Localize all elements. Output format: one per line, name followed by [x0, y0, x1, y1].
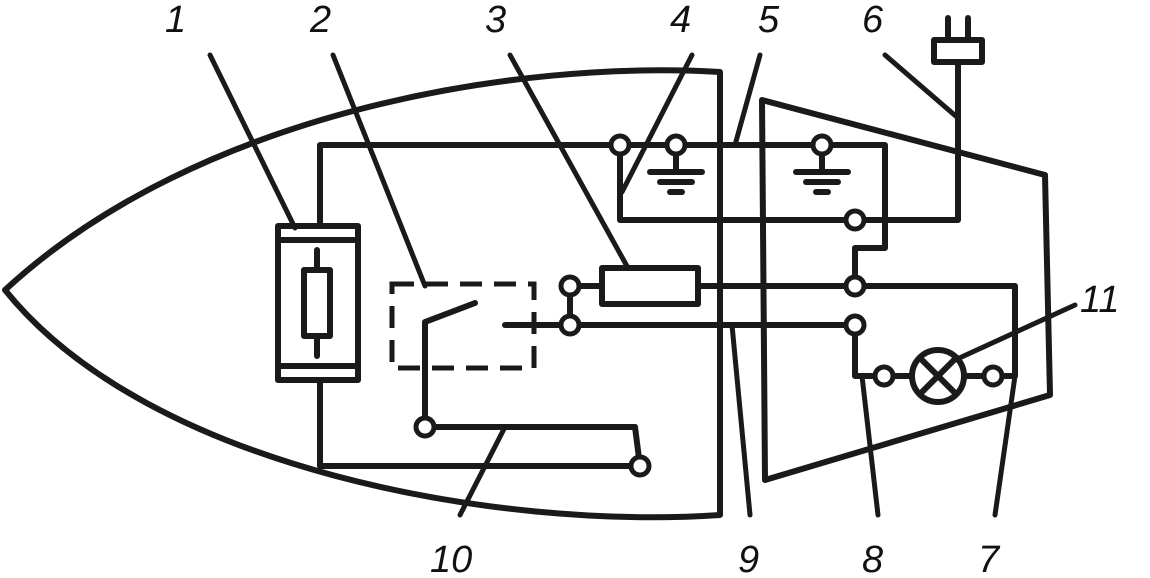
label-6: 6: [862, 0, 884, 41]
label-9: 9: [738, 539, 759, 578]
iron-body-outline: [2, 67, 723, 521]
label-11: 11: [1080, 279, 1119, 321]
label-3: 3: [485, 0, 506, 41]
label-5: 5: [758, 0, 780, 41]
handle-outline: [759, 97, 1053, 483]
terminals: [413, 133, 1005, 478]
label-7: 7: [978, 539, 1001, 578]
label-4: 4: [670, 0, 691, 41]
label-8: 8: [862, 539, 883, 578]
fuse: [599, 265, 701, 307]
terminal-block: [617, 142, 888, 289]
label-10: 10: [430, 539, 472, 578]
leader-lines: [207, 52, 1078, 518]
label-1: 1: [165, 0, 186, 41]
thermostat-box: [389, 281, 537, 371]
heating-element: [275, 223, 361, 383]
label-2: 2: [309, 0, 331, 41]
power-plug: [852, 15, 985, 223]
